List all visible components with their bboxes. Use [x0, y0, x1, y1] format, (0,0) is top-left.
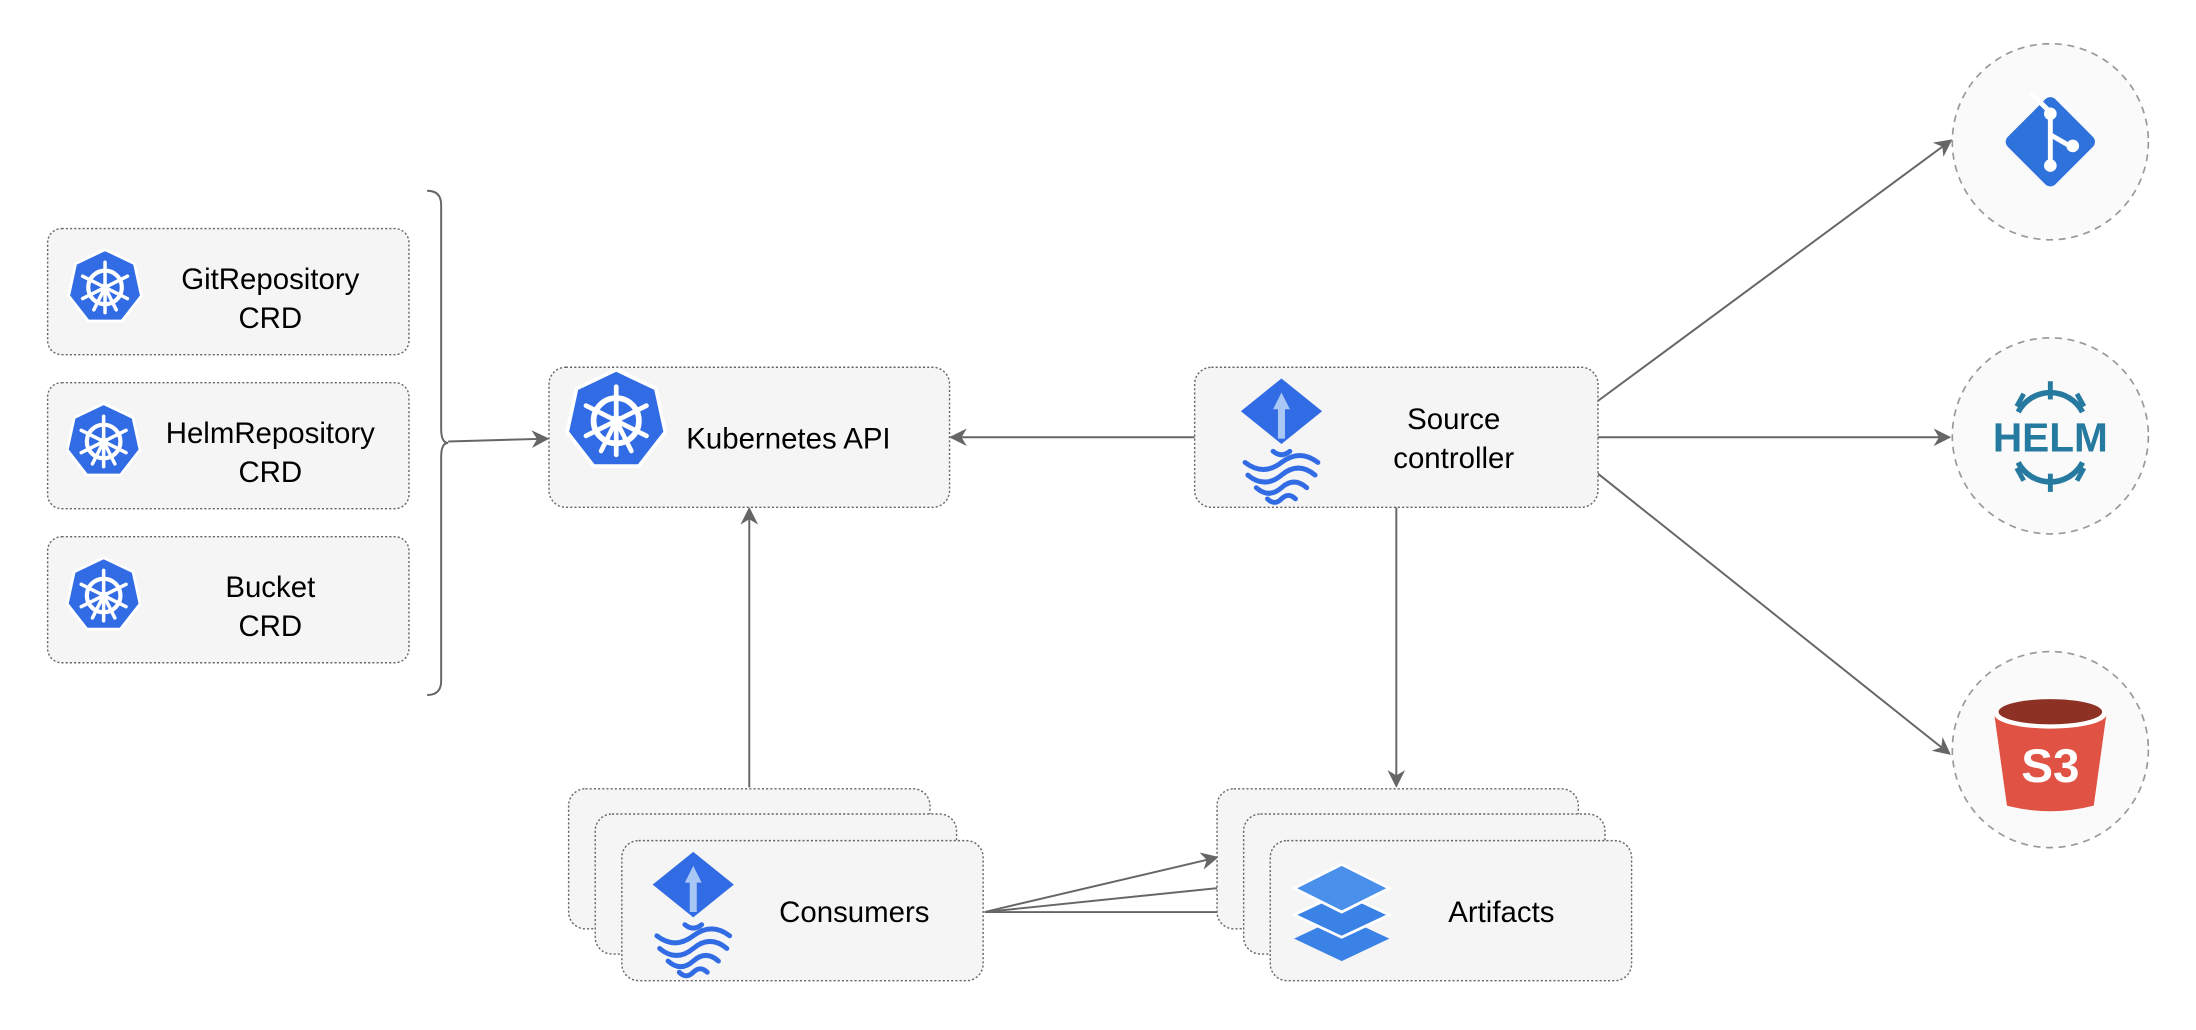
kubernetes-api-node[interactable]: Kubernetes API: [548, 366, 951, 508]
edge-crds-to-api: [448, 430, 550, 448]
kubernetes-icon: [67, 404, 140, 475]
crd-sublabel: CRD: [238, 456, 302, 489]
consumers-label: Consumers: [779, 896, 929, 929]
kubernetes-icon: [567, 370, 665, 466]
artifacts-node[interactable]: Artifacts: [1216, 788, 1633, 982]
kubernetes-icon: [69, 250, 142, 321]
source-controller-label: Source: [1407, 403, 1500, 436]
s3-bucket-icon: S3: [1994, 699, 2107, 812]
crd-helmrepository[interactable]: HelmRepository CRD: [46, 381, 410, 510]
helm-source[interactable]: HELM: [1951, 336, 2150, 535]
edge-consumers-to-artifacts-2: [984, 878, 1246, 914]
git-source[interactable]: [1951, 42, 2150, 241]
edges: [427, 139, 1953, 921]
kubernetes-api-label: Kubernetes API: [686, 422, 890, 455]
crd-label: HelmRepository: [166, 417, 375, 450]
edge-controller-to-s3: [1597, 472, 1951, 755]
kubernetes-icon: [67, 558, 140, 629]
crd-sublabel: CRD: [238, 302, 302, 335]
crd-brace: [427, 189, 449, 696]
crd-label: Bucket: [225, 571, 315, 604]
helm-logo: HELM: [1993, 381, 2108, 492]
crd-gitrepository[interactable]: GitRepository CRD: [46, 227, 410, 356]
edge-consumers-to-artifacts-1: [984, 852, 1219, 913]
helm-logo-text: HELM: [1993, 414, 2108, 460]
layers-icon: [1290, 862, 1393, 962]
crd-bucket[interactable]: Bucket CRD: [46, 536, 410, 664]
source-controller-node[interactable]: Source controller: [1193, 366, 1599, 508]
s3-source[interactable]: S3: [1951, 650, 2150, 849]
source-controller-sublabel: controller: [1393, 442, 1514, 475]
crd-label: GitRepository: [181, 263, 359, 296]
consumers-node[interactable]: Consumers: [567, 788, 984, 982]
s3-logo-text: S3: [2021, 740, 2079, 793]
crd-sublabel: CRD: [238, 610, 302, 643]
git-icon: [2005, 91, 2095, 187]
edge-controller-to-git: [1597, 139, 1953, 402]
artifacts-label: Artifacts: [1448, 896, 1554, 929]
